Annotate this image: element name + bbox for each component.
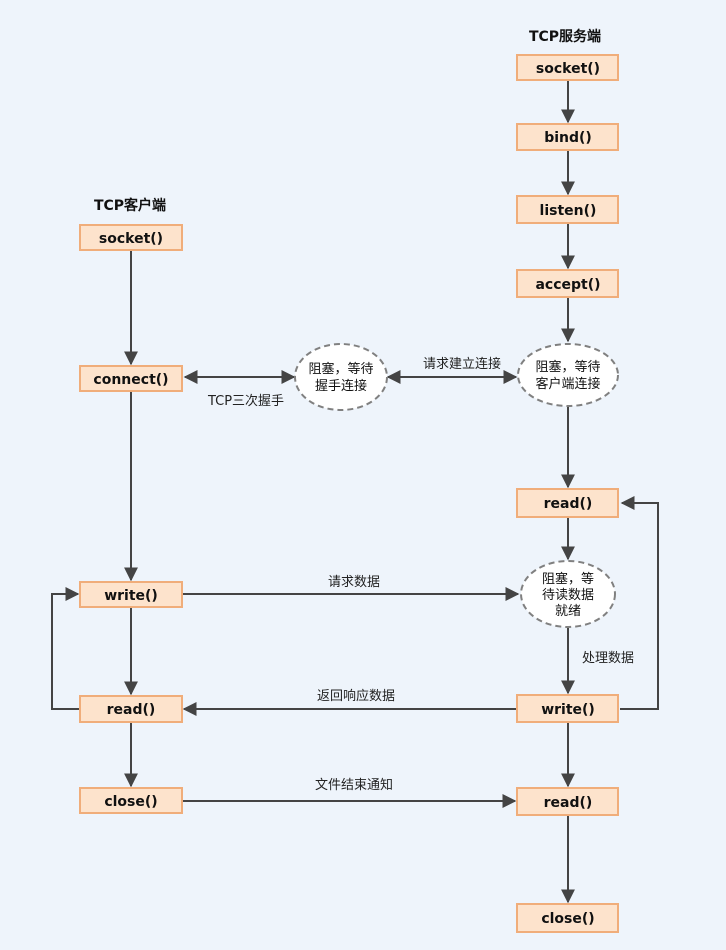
server-wait-conn-line-2: 客户端连接	[535, 376, 600, 392]
server-write-box: write()	[516, 694, 619, 723]
client-socket-box: socket()	[79, 224, 183, 251]
client-close-label: close()	[104, 794, 157, 810]
server-read-box-1: read()	[516, 488, 619, 518]
label-eof-notice: 文件结束通知	[315, 777, 393, 793]
client-close-box: close()	[79, 787, 183, 814]
client-read-label: read()	[107, 702, 156, 718]
server-listen-box: listen()	[516, 195, 619, 224]
client-title: TCP客户端	[94, 197, 166, 214]
server-wait-read-line-1: 阻塞，等	[542, 571, 594, 587]
server-listen-label: listen()	[540, 203, 597, 219]
server-accept-label: accept()	[535, 277, 600, 293]
connectors	[51, 81, 659, 904]
server-bind-box: bind()	[516, 123, 619, 151]
server-socket-box: socket()	[516, 54, 619, 81]
label-return-response: 返回响应数据	[317, 688, 395, 704]
server-accept-box: accept()	[516, 269, 619, 298]
client-write-label: write()	[104, 588, 158, 604]
client-wait-line-2: 握手连接	[315, 378, 367, 394]
client-connect-box: connect()	[79, 365, 183, 392]
server-close-label: close()	[541, 911, 594, 927]
server-wait-read-line-3: 就绪	[555, 604, 581, 619]
client-read-box: read()	[79, 695, 183, 723]
arrow-server-loop-write-to-read	[620, 496, 659, 710]
server-wait-connection-ellipse: 阻塞，等待 客户端连接	[517, 343, 619, 407]
client-write-box: write()	[79, 581, 183, 608]
client-socket-label: socket()	[99, 231, 163, 247]
server-read-label-2: read()	[544, 795, 593, 811]
server-close-box: close()	[516, 903, 619, 933]
label-process-data: 处理数据	[582, 651, 634, 666]
client-connect-label: connect()	[93, 372, 168, 388]
label-request-connect: 请求建立连接	[423, 356, 501, 372]
server-wait-read-ellipse: 阻塞，等 待读数据 就绪	[520, 560, 616, 628]
server-title: TCP服务端	[529, 28, 601, 45]
server-wait-read-line-2: 待读数据	[542, 588, 594, 603]
label-request-data: 请求数据	[328, 575, 380, 590]
server-read-box-2: read()	[516, 787, 619, 816]
server-write-label: write()	[541, 702, 595, 718]
server-read-label-1: read()	[544, 496, 593, 512]
client-wait-line-1: 阻塞，等待	[308, 361, 373, 377]
server-bind-label: bind()	[544, 130, 592, 146]
arrow-client-loop-read-to-write	[51, 587, 80, 710]
client-wait-handshake-ellipse: 阻塞，等待 握手连接	[294, 343, 388, 411]
server-socket-label: socket()	[536, 61, 600, 77]
server-wait-conn-line-1: 阻塞，等待	[535, 359, 600, 375]
label-handshake: TCP三次握手	[207, 393, 284, 409]
